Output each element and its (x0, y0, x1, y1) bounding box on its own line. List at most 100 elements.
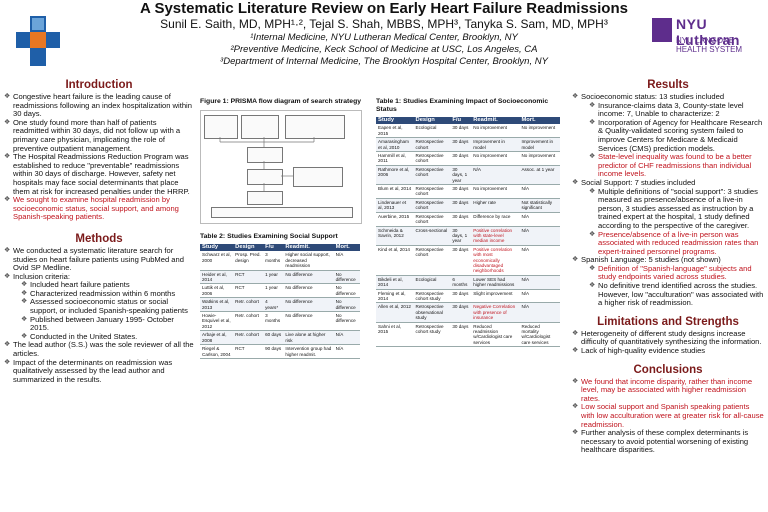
list-item: Multiple definitions of "social support"… (589, 187, 764, 231)
table-cell: Reduced readmission w/Cardiologist care … (471, 322, 520, 348)
table-cell: Retrospective observational study (413, 302, 451, 323)
inclusion-list: Included heart failure patients Characte… (13, 281, 194, 341)
institution-logo-left (16, 12, 60, 70)
nyu-lutheran-logo: NYU Lutheran NYU LANGONE HEALTH SYSTEM (648, 16, 760, 62)
table-cell: Kind et al, 2014 (376, 245, 414, 276)
column-header: Mort. (333, 244, 360, 252)
table-cell: Positive correlation with state-level me… (471, 226, 520, 246)
table-cell: Riegel & Carlson, 2004 (200, 344, 234, 359)
table-cell: 3 months (263, 251, 284, 271)
table-cell: Blum et al, 2014 (376, 184, 414, 199)
table-cell: 60 days (263, 330, 284, 346)
table-cell: Retr. cohort (233, 330, 264, 346)
table-cell: Higher rate (471, 198, 520, 213)
nyu-torch-icon (652, 18, 672, 42)
table-cell: No improvement (471, 184, 520, 199)
list-item: Low social support and Spanish speaking … (572, 403, 764, 429)
left-column: Introduction Congestive heart failure is… (4, 78, 194, 384)
table-cell: No improvement (519, 151, 560, 166)
table-cell: N/A (519, 226, 560, 246)
table-cell: N/A (519, 184, 560, 199)
table-cell: Howie-Esquivel et al, 2012 (200, 311, 234, 332)
ses-sublist: Insurance-claims data 3, County-state le… (581, 101, 764, 179)
table-cell: Slight improvement (471, 289, 520, 304)
table-cell: 4 years* (263, 297, 284, 313)
table-cell: Negative Correlation with presence of in… (471, 302, 520, 323)
list-item: Conducted in the United States. (21, 332, 194, 342)
logo-subtitle: NYU LANGONE HEALTH SYSTEM (676, 36, 743, 54)
flow-box (247, 147, 283, 163)
column-header: Mort. (519, 117, 560, 125)
table-cell: Arbaje et al, 2008 (200, 330, 234, 346)
table2-caption: Table 2: Studies Examining Social Suppor… (200, 233, 338, 240)
list-item: Insurance-claims data 3, County-state le… (589, 101, 764, 119)
table-cell: Auerbine, 2015 (376, 212, 414, 227)
table-cell: 3 months (263, 311, 284, 332)
column-header: Readmit. (283, 244, 334, 252)
table-cell: N/A (471, 165, 520, 186)
figure-column: Figure 1: PRISMA flow diagram of search … (200, 98, 368, 359)
table-cell: No difference (283, 297, 334, 313)
table-cell: Sahni et al, 2015 (376, 322, 414, 348)
list-item: Presence/absence of a live-in person was… (589, 230, 764, 257)
table-cell: Retrospective cohort (413, 137, 451, 153)
table-cell: 30 days (450, 245, 472, 276)
conclusions-heading: Conclusions (633, 363, 703, 376)
list-item: We sought to examine hospital readmissio… (4, 195, 194, 222)
table-cell: 6 months (450, 275, 472, 290)
table-cell: No difference (283, 283, 334, 299)
social-support-table: Study Design F/u Readmit. Mort. Schwarz … (200, 244, 360, 359)
table1-column: Table 1: Studies Examining Impact of Soc… (376, 98, 566, 348)
table-cell: RCT (233, 270, 264, 285)
table-cell: 30 days (450, 212, 472, 227)
table-cell: Improvement in model (471, 137, 520, 153)
table-cell: 30 days, 1 year (450, 226, 472, 246)
flow-box (211, 207, 353, 218)
table-cell: Retrospective cohort (413, 184, 451, 199)
introduction-list: Congestive heart failure is the leading … (4, 92, 194, 222)
table-cell: No improvement (471, 151, 520, 166)
limitations-list: Heterogeneity of different study designs… (572, 329, 764, 356)
table-cell: No improvement (519, 124, 560, 139)
table-cell: 30 days (450, 137, 472, 153)
flow-box (247, 191, 283, 205)
list-item: Congestive heart failure is the leading … (4, 92, 194, 119)
list-item: The Hospital Readmissions Reduction Prog… (4, 152, 194, 196)
table-cell: 30 days (450, 124, 472, 139)
table-cell: No difference (333, 297, 360, 313)
right-column: Results Socioeconomic status: 13 studies… (572, 78, 764, 455)
list-item: Impact of the determinants on readmissio… (4, 358, 194, 385)
column-header: Study (200, 244, 234, 252)
table-cell: Retr. cohort (233, 311, 264, 332)
table-cell: N/A (519, 302, 560, 323)
table-cell: Retrospective cohort (413, 165, 451, 186)
list-item: The lead author (S.S.) was the sole revi… (4, 341, 194, 358)
table-cell: Not statistically significant (519, 198, 560, 213)
table-cell: N/A (519, 245, 560, 276)
table-cell: RCT (233, 283, 264, 299)
table-cell: Higher social support, decreased readmis… (283, 251, 334, 271)
spanish-label: Spanish Language: 5 studies (not shown) (581, 255, 721, 265)
list-item: Spanish Language: 5 studies (not shown) … (572, 255, 764, 308)
table-cell: Bikdeli et al, 2014 (376, 275, 414, 290)
table-cell: Reduced mortality w/Cardiologist care se… (519, 322, 560, 348)
table-cell: 30 days (450, 302, 472, 323)
list-item: Definition of "Spanish-language" subject… (589, 264, 764, 282)
table-cell: N/A (519, 212, 560, 227)
table-cell: Improvement in model (519, 137, 560, 153)
table-cell: Difference by race (471, 212, 520, 227)
inclusion-label: Inclusion criteria: (13, 271, 70, 281)
table-cell: Lindenauer et al, 2013 (376, 198, 414, 213)
